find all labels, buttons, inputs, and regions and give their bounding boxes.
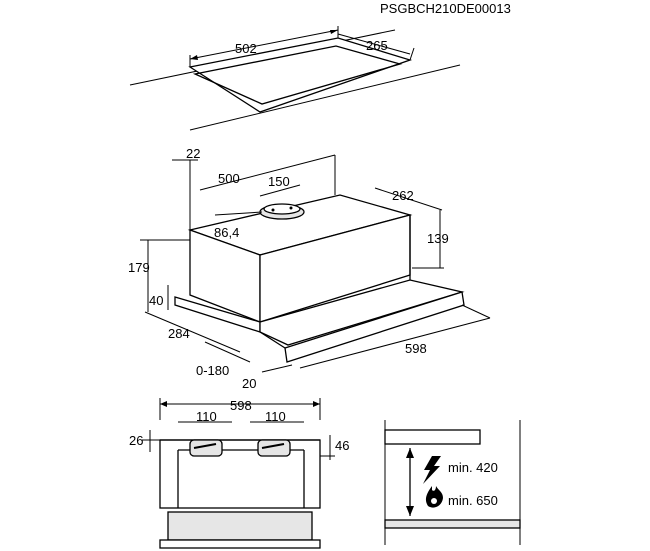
dim-outlet-offset-label: 86,4	[214, 225, 239, 240]
top-width-label: 502	[235, 41, 257, 56]
dim-width-label: 598	[405, 341, 427, 356]
dim-total-height-label: 179	[128, 260, 150, 275]
product-code: PSGBCH210DE00013	[380, 1, 511, 16]
dim-depth-label: 262	[392, 188, 414, 203]
dim-extension-label: 0-180	[196, 363, 229, 378]
min-gas-label: min. 650	[448, 493, 498, 508]
dim-outlet-label: 150	[268, 174, 290, 189]
min-electric-label: min. 420	[448, 460, 498, 475]
dim-base-depth-label: 284	[168, 326, 190, 341]
front-view: 598 110 110 26 46	[129, 398, 349, 549]
top-view: 502 265	[129, 26, 461, 131]
dim-panel-label: 20	[242, 376, 256, 391]
dim-upper-height-label: 139	[427, 231, 449, 246]
top-height-label: 26	[129, 433, 143, 448]
iso-view: 22 500 150 86,4 262 139 179 40 284 0-180…	[128, 146, 491, 391]
slot-left-label: 110	[196, 409, 217, 424]
dim-front-height-label: 40	[149, 293, 163, 308]
front-width-label: 598	[230, 398, 252, 413]
slot-right-label: 110	[265, 409, 286, 424]
dim-offset-label: 22	[186, 146, 200, 161]
dim-top-length-label: 500	[218, 171, 240, 186]
top-depth-label: 265	[366, 38, 388, 53]
flame-icon	[425, 486, 443, 508]
slot-height-label: 46	[335, 438, 349, 453]
lightning-icon	[423, 456, 441, 484]
side-view: min. 420 min. 650	[384, 420, 521, 545]
